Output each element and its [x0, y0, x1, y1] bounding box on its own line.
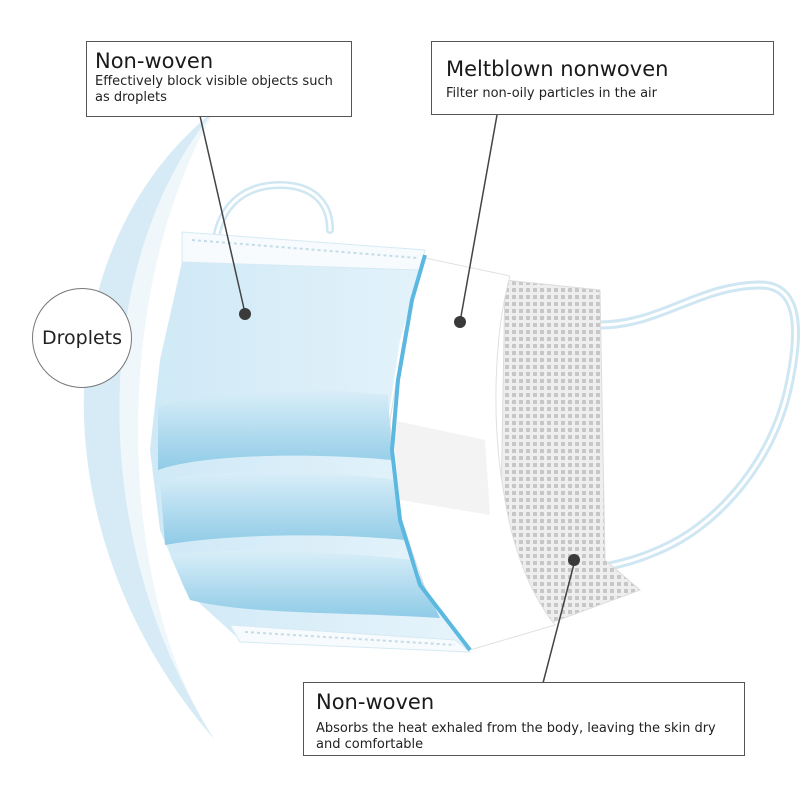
leader-line-3	[542, 559, 576, 684]
callout-title: Non-woven	[316, 690, 435, 714]
pointer-dot-1	[239, 308, 251, 320]
leader-line-1	[199, 115, 246, 314]
callout-title: Meltblown nonwoven	[446, 57, 669, 81]
pointer-dot-3	[568, 554, 580, 566]
droplet-glow-inner	[119, 110, 215, 740]
pleat-2	[160, 472, 405, 545]
inner-layer-callout: Non-woven Absorbs the heat exhaled from …	[303, 682, 745, 756]
bottom-stitching	[244, 631, 456, 646]
callout-description: Effectively block visible objects such a…	[95, 74, 333, 105]
ear-loop-right	[595, 280, 800, 573]
leader-line-2	[459, 114, 498, 323]
edge-trim	[389, 254, 472, 652]
ear-loop-right-highlight	[598, 283, 798, 570]
pleat-1	[158, 389, 392, 470]
ear-loop-left-highlight	[213, 183, 332, 247]
droplet-glow-band	[83, 110, 215, 740]
droplets-label: Droplets	[32, 288, 132, 388]
pointer-dot-2	[454, 316, 466, 328]
bottom-band	[229, 624, 472, 653]
callout-description: Filter non-oily particles in the air	[446, 86, 658, 101]
pleat-3	[170, 550, 440, 618]
meltblown-layer-callout: Meltblown nonwoven Filter non-oily parti…	[431, 41, 774, 115]
callout-description: Absorbs the heat exhaled from the body, …	[316, 721, 716, 752]
outer-layer-callout: Non-woven Effectively block visible obje…	[86, 41, 352, 117]
droplet-glow-region	[0, 80, 210, 800]
meltblown-fold	[392, 420, 490, 515]
callout-title: Non-woven	[95, 49, 214, 73]
